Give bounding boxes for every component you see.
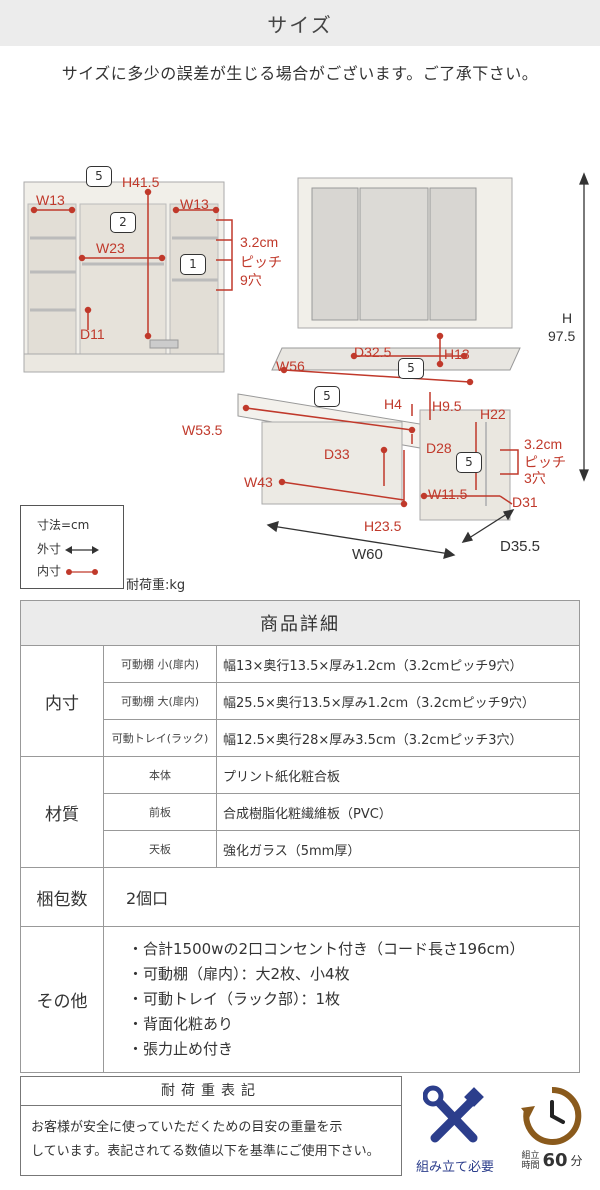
list-item: ・背面化粧あり bbox=[128, 1015, 234, 1033]
time-value: 60 bbox=[542, 1150, 568, 1171]
legend-outer: 外寸 bbox=[37, 540, 99, 557]
right-shelf-width-label: W13 bbox=[180, 196, 209, 212]
row-label: 本体 bbox=[103, 756, 217, 794]
page-title: サイズ bbox=[0, 0, 600, 46]
dresser-illustration bbox=[237, 177, 521, 521]
table-row: 内寸 可動棚 小(扉内) 幅13×奥行13.5×厚み1.2cm（3.2cmピッチ… bbox=[20, 645, 580, 757]
table-row: 材質 本体 プリント紙化粧合板 bbox=[20, 756, 580, 868]
rack-depth-label: D31 bbox=[512, 494, 538, 510]
top-width-label: W56 bbox=[276, 358, 305, 374]
drawer-width-label: W53.5 bbox=[182, 422, 223, 438]
table-row: その他 ・合計1500wの2口コンセント付き（コード長さ196cm） ・可動棚（… bbox=[20, 926, 580, 1073]
clock-icon bbox=[521, 1086, 582, 1145]
inner-dim-category: 内寸 bbox=[20, 645, 104, 757]
row-value: 幅25.5×奥行13.5×厚み1.2cm（3.2cmピッチ9穴） bbox=[216, 682, 580, 720]
table-heading: 商品詳細 bbox=[20, 600, 580, 646]
mirror-gap-height-label: H13 bbox=[444, 346, 470, 362]
table-row: 可動棚 大(扉内) 幅25.5×奥行13.5×厚み1.2cm（3.2cmピッチ9… bbox=[21, 682, 580, 720]
knee-space-depth-label: D33 bbox=[324, 446, 350, 462]
center-shelf-width-label: W23 bbox=[96, 240, 125, 256]
rack-height-label: H22 bbox=[480, 406, 506, 422]
time-unit: 分 bbox=[570, 1154, 583, 1168]
left-shelf-width-label: W13 bbox=[36, 192, 65, 208]
knee-space-width-label: W43 bbox=[244, 474, 273, 490]
row-value: プリント紙化粧合板 bbox=[216, 756, 580, 794]
load-badge-glass: 5 bbox=[398, 358, 424, 379]
load-badge-rack: 5 bbox=[456, 452, 482, 473]
knee-space-height-label: H23.5 bbox=[364, 518, 402, 534]
other-category: その他 bbox=[20, 926, 104, 1073]
load-badge-side-shelf: 1 bbox=[180, 254, 206, 275]
row-value: 強化ガラス（5mm厚） bbox=[216, 830, 580, 868]
row-value: 幅13×奥行13.5×厚み1.2cm（3.2cmピッチ9穴） bbox=[216, 645, 580, 683]
load-notice-text: お客様が安全に使っていただくための目安の重量を示 しています。表記されてる数値以… bbox=[21, 1106, 401, 1174]
cabinet-height-label: H41.5 bbox=[122, 174, 160, 190]
row-label: 天板 bbox=[103, 830, 217, 868]
time-label-line-1: 組立 bbox=[521, 1150, 540, 1161]
cabinet-dimension-lines bbox=[30, 188, 233, 340]
other-cell: ・合計1500wの2口コンセント付き（コード長さ196cm） ・可動棚（扉内）：… bbox=[103, 926, 580, 1073]
page-subtitle: サイズに多少の誤差が生じる場合がございます。ご了承下さい。 bbox=[61, 64, 539, 83]
load-unit-note: 耐荷重:kg bbox=[126, 578, 186, 593]
legend-unit: 寸法=cm bbox=[37, 518, 90, 532]
load-badge-center-shelf: 2 bbox=[110, 212, 136, 233]
assembly-required-badge: 組み立て必要 bbox=[405, 1084, 505, 1175]
dresser-dimension-lines bbox=[242, 332, 519, 508]
assembly-time-badge: 組立 時間 60 分 bbox=[508, 1084, 596, 1171]
total-width-label: W60 bbox=[352, 546, 383, 563]
list-item: ・張力止め付き bbox=[128, 1040, 234, 1058]
product-detail-table: 商品詳細 内寸 可動棚 小(扉内) 幅13×奥行13.5×厚み1.2cm（3.2… bbox=[20, 600, 580, 1073]
drawer-height-label: H4 bbox=[384, 396, 402, 412]
list-item: ・合計1500wの2口コンセント付き（コード長さ196cm） bbox=[128, 940, 525, 958]
red-dot-line-icon bbox=[65, 568, 98, 575]
table-row: 前板 合成樹脂化粧繊維板（PVC） bbox=[21, 793, 580, 831]
assembly-label: 組み立て必要 bbox=[415, 1160, 494, 1175]
rack-pitch-label-1: 3.2cm bbox=[524, 436, 563, 452]
load-notice-line-1: お客様が安全に使っていただくための目安の重量を示 bbox=[31, 1120, 343, 1135]
load-badge-drawer: 5 bbox=[314, 386, 340, 407]
furniture-illustration bbox=[23, 172, 589, 559]
load-notice-line-2: しています。表記されてる数値以下を基準にご使用下さい。 bbox=[31, 1144, 380, 1159]
total-height-label: H bbox=[562, 310, 573, 326]
rack-pitch-label-3: 3穴 bbox=[524, 470, 546, 486]
glass-depth-label: D32.5 bbox=[354, 344, 392, 360]
cabinet-pitch-label-2: ピッチ bbox=[240, 254, 282, 270]
package-category: 梱包数 bbox=[20, 867, 104, 927]
package-value: 2個口 bbox=[103, 867, 580, 927]
rack-width-label: W11.5 bbox=[428, 486, 468, 502]
cabinet-depth-label: D11 bbox=[80, 326, 105, 342]
outer-dimension-arrows bbox=[266, 172, 589, 559]
time-label: 組立 時間 bbox=[521, 1151, 539, 1171]
rack-pitch-label-2: ピッチ bbox=[524, 454, 566, 470]
legend-inner: 内寸 bbox=[37, 562, 99, 579]
tools-icon bbox=[422, 1085, 484, 1143]
load-badge-top: 5 bbox=[86, 166, 112, 187]
load-notice-box: 耐荷重表記 お客様が安全に使っていただくための目安の重量を示 しています。表記さ… bbox=[20, 1076, 402, 1176]
table-row: 可動トレイ(ラック) 幅12.5×奥行28×厚み3.5cm（3.2cmピッチ3穴… bbox=[21, 719, 580, 757]
cabinet-pitch-label-1: 3.2cm bbox=[240, 234, 279, 250]
table-row: 梱包数 2個口 bbox=[20, 867, 580, 927]
row-label: 可動棚 小(扉内) bbox=[103, 645, 217, 683]
double-arrow-icon bbox=[64, 545, 99, 554]
row-label: 可動トレイ(ラック) bbox=[103, 719, 217, 757]
cabinet-pitch-label-3: 9穴 bbox=[240, 272, 262, 288]
total-height-value: 97.5 bbox=[548, 328, 576, 344]
row-label: 可動棚 大(扉内) bbox=[103, 682, 217, 720]
list-item: ・可動トレイ（ラック部）：1枚 bbox=[128, 990, 341, 1008]
row-value: 合成樹脂化粧繊維板（PVC） bbox=[216, 793, 580, 831]
load-notice-title: 耐荷重表記 bbox=[21, 1077, 401, 1106]
assembly-time-row: 組立 時間 60 分 bbox=[508, 1150, 596, 1171]
row-value: 幅12.5×奥行28×厚み3.5cm（3.2cmピッチ3穴） bbox=[216, 719, 580, 757]
other-list: ・合計1500wの2口コンセント付き（コード長さ196cm） ・可動棚（扉内）：… bbox=[110, 927, 573, 1072]
drawer-front-height-label: H9.5 bbox=[432, 398, 462, 414]
row-label: 前板 bbox=[103, 793, 217, 831]
time-label-line-2: 時間 bbox=[521, 1160, 540, 1171]
drawer-depth-label: D28 bbox=[426, 440, 452, 456]
list-item: ・可動棚（扉内）：大2枚、小4枚 bbox=[128, 965, 350, 983]
material-category: 材質 bbox=[20, 756, 104, 868]
total-depth-label: D35.5 bbox=[500, 538, 541, 555]
table-row: 天板 強化ガラス（5mm厚） bbox=[21, 830, 580, 868]
size-diagram: 5 H41.5 W13 W13 2 W23 1 3.2cm ピッチ 9穴 D11… bbox=[0, 160, 600, 600]
dimension-legend: 寸法=cm 外寸 内寸 bbox=[20, 505, 124, 589]
